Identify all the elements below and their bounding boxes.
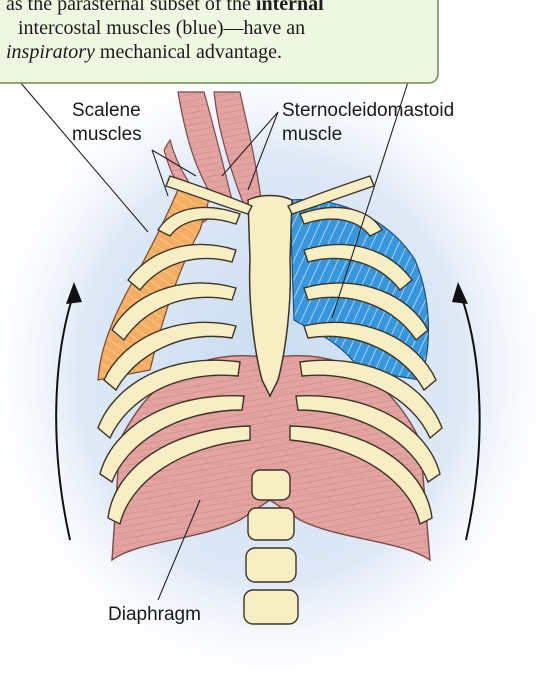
ribs — [97, 206, 443, 526]
left-arrow-head — [66, 282, 82, 304]
rib-elevation-arrows — [55, 282, 481, 541]
spine — [243, 469, 299, 625]
leader-lines — [19, 81, 409, 601]
callout-line-2: intercostal muscles (blue)—have an — [18, 17, 306, 39]
callout-leader-right — [331, 81, 409, 319]
callout-italic-word: inspiratory — [6, 41, 95, 63]
label-scm-2: muscle — [282, 124, 343, 145]
right-arrow-head — [452, 282, 468, 304]
callout-line-1: as the parasternal subset of the interna… — [6, 0, 436, 16]
sternum — [247, 194, 293, 398]
scm-leader-2 — [247, 111, 279, 191]
label-scalene-1: Scalene — [72, 100, 141, 121]
clavicles — [165, 175, 375, 215]
scalene-leader-2 — [151, 149, 197, 177]
label-diaphragm: Diaphragm — [108, 604, 201, 625]
callout-line-3: inspiratory mechanical advantage. — [6, 41, 283, 63]
callout-bold-word: internal — [255, 0, 324, 15]
diaphragm-leader — [157, 499, 201, 601]
label-scm-1: Sternocleidomastoid — [282, 100, 455, 121]
callout-leader-left — [19, 81, 149, 233]
callout-text: as the parasternal subset of the interna… — [6, 0, 436, 64]
right-arrow — [459, 291, 481, 541]
callout-box — [0, 0, 439, 84]
label-scalene-2: muscles — [72, 124, 142, 145]
left-arrow — [55, 291, 75, 541]
scalene-leader-1 — [151, 149, 169, 197]
scm-leader-1 — [221, 111, 279, 177]
